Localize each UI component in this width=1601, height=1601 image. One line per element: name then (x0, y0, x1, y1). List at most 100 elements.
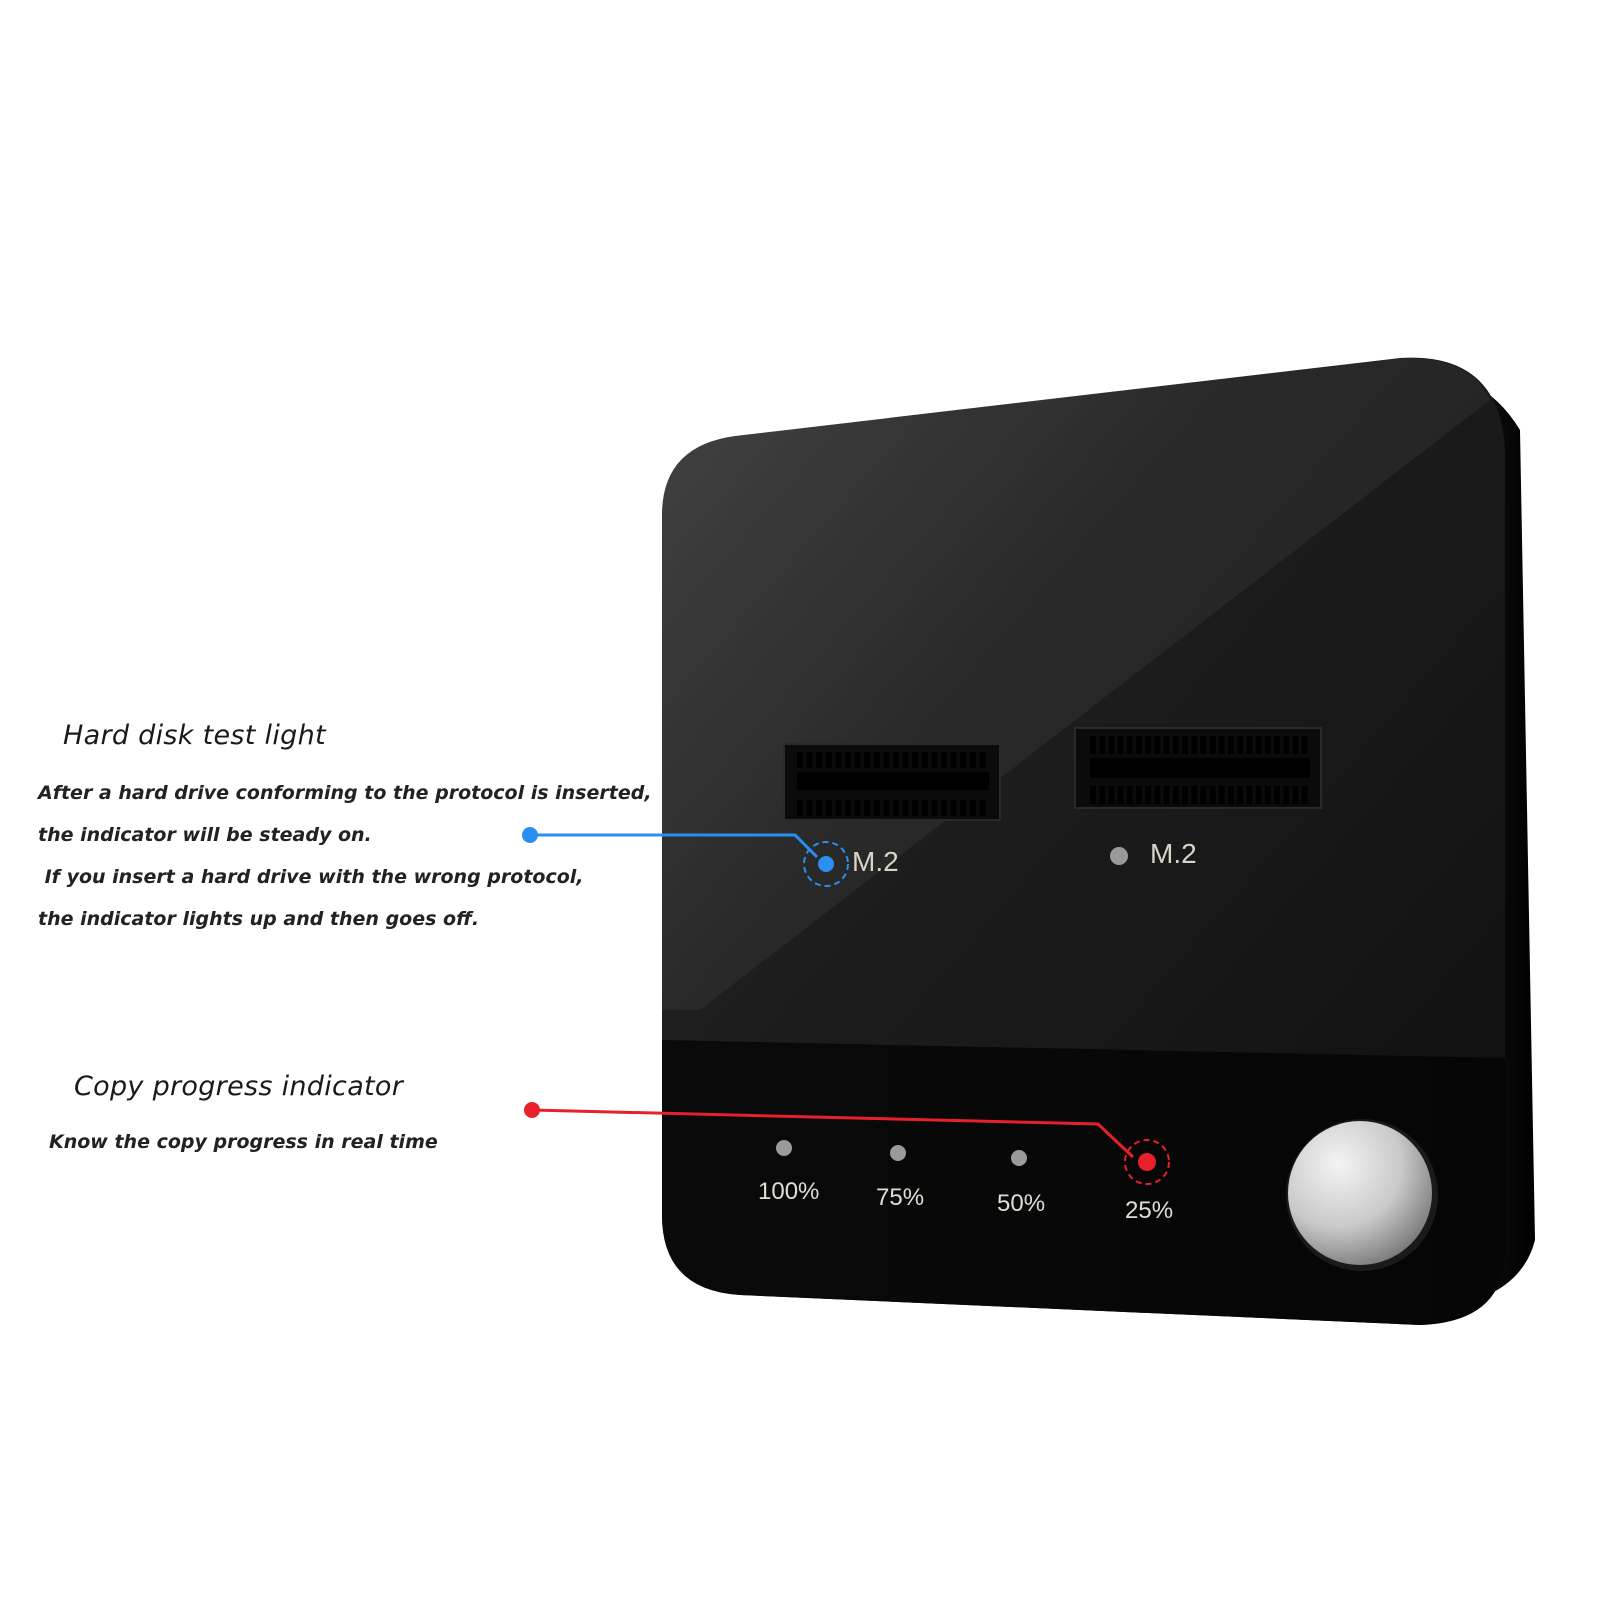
slot-pin (864, 800, 871, 816)
progress-light-50 (1011, 1150, 1027, 1166)
slot-pin (1117, 786, 1124, 804)
slot-pin (960, 752, 967, 768)
slot-pin (1126, 736, 1133, 754)
slot-pin (912, 752, 919, 768)
slot-pin (1191, 736, 1198, 754)
slot-pin (1283, 786, 1290, 804)
progress-light-75 (890, 1145, 906, 1161)
slot-pin (816, 800, 823, 816)
slot-pin (806, 800, 813, 816)
slot-pin (845, 800, 851, 816)
slot-pin (1163, 786, 1170, 804)
test-light-leader-dot (522, 827, 538, 843)
progress-label-50: 50% (997, 1190, 1046, 1217)
slot-pin (1090, 736, 1096, 754)
progress-light-25-ring (1124, 1139, 1170, 1185)
control-band (662, 1040, 1505, 1325)
slot-pin (979, 752, 986, 768)
slot-pin (1237, 736, 1244, 754)
slot-pin (1200, 786, 1207, 804)
slot-pin (1154, 736, 1161, 754)
slot-pin (902, 800, 909, 816)
slot-pin (1228, 786, 1234, 804)
slot-2-light (1110, 847, 1128, 865)
slot-pin (864, 752, 871, 768)
slot-pin (1172, 736, 1179, 754)
slot-pin (1292, 786, 1299, 804)
slot-pin (1264, 736, 1271, 754)
slot-pin (845, 752, 851, 768)
test-light-line-4: the indicator lights up and then goes of… (38, 908, 480, 930)
slot-pin (825, 800, 832, 816)
slot-pin (873, 800, 880, 816)
slot-pin (1209, 786, 1216, 804)
slot-pin (941, 752, 947, 768)
slot-pin (1246, 736, 1253, 754)
progress-light-100 (776, 1140, 792, 1156)
slot-pin (1145, 736, 1152, 754)
m2-slot-1 (783, 743, 1001, 821)
slot-pin (893, 800, 899, 816)
slot-pin (835, 800, 842, 816)
test-light-line-1: After a hard drive conforming to the pro… (38, 782, 652, 804)
progress-label-25: 25% (1125, 1197, 1174, 1224)
slot-pin (1301, 736, 1308, 754)
slot-pin (1255, 786, 1262, 804)
slot-pin (1108, 786, 1115, 804)
slot-2-label: M.2 (1150, 838, 1197, 869)
slot-pin (1209, 736, 1216, 754)
slot-pin (1228, 736, 1234, 754)
slot-pin (1172, 786, 1179, 804)
slot-pin (1274, 736, 1280, 754)
slot-pin (883, 800, 890, 816)
progress-label-75: 75% (876, 1184, 925, 1211)
copy-progress-leader-dot (524, 1102, 540, 1118)
power-button (1286, 1119, 1438, 1271)
slot-pin (950, 752, 957, 768)
slot-pin (854, 800, 861, 816)
copy-progress-leader-line (531, 1108, 1135, 1159)
slot-pin (854, 752, 861, 768)
slot-pin (1301, 786, 1308, 804)
slot-pin (1264, 786, 1271, 804)
slot-1-light (818, 856, 834, 872)
slot-pin (873, 752, 880, 768)
slot-pin (797, 800, 803, 816)
slot-pin (1218, 786, 1225, 804)
slot-pin (1200, 736, 1207, 754)
slot-pin (921, 800, 928, 816)
slot-pin (969, 800, 976, 816)
slot-pin (1182, 786, 1188, 804)
slot-pin (816, 752, 823, 768)
slot-1-light-ring (803, 841, 849, 887)
slot-pin (931, 752, 938, 768)
slot-pin (950, 800, 957, 816)
slot-pin (902, 752, 909, 768)
slot-pin (1126, 786, 1133, 804)
slot-pin (835, 752, 842, 768)
slot-pin (912, 800, 919, 816)
slot-pin (1218, 736, 1225, 754)
slot-pin (941, 800, 947, 816)
test-light-title: Hard disk test light (63, 720, 326, 751)
slot-pin (1246, 786, 1253, 804)
slot-pin (806, 752, 813, 768)
m2-slot-2 (1074, 727, 1322, 809)
slot-pin (1237, 786, 1244, 804)
slot-pin (1099, 736, 1106, 754)
slot-pin (1283, 736, 1290, 754)
slot-pin (921, 752, 928, 768)
test-light-line-2: the indicator will be steady on. (38, 824, 372, 846)
copy-progress-line-1: Know the copy progress in real time (49, 1131, 438, 1153)
slot-pin (1274, 786, 1280, 804)
slot-pin (1182, 736, 1188, 754)
slot-pin (883, 752, 890, 768)
slot-pin (1145, 786, 1152, 804)
slot-1-label: M.2 (852, 846, 899, 877)
slot-pin (1154, 786, 1161, 804)
slot-pin (960, 800, 967, 816)
slot-pin (1108, 736, 1115, 754)
slot-pin (1255, 736, 1262, 754)
